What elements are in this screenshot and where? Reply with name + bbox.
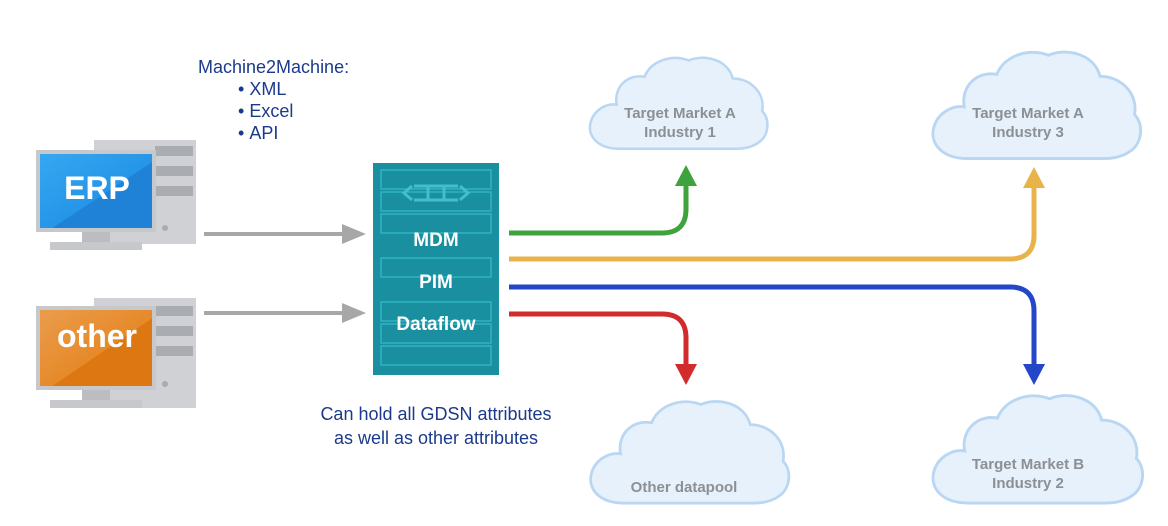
- machine2machine-note: Machine2Machine: XML Excel API: [198, 56, 398, 144]
- cloud-label-target-b-industry-2: Target Market B Industry 2: [942, 455, 1114, 493]
- erp-label: ERP: [64, 170, 130, 206]
- erp-input-arrow: [204, 224, 366, 244]
- protocol-item-xml: XML: [238, 78, 398, 100]
- gdsn-caption: Can hold all GDSN attributes as well as …: [286, 402, 586, 450]
- arrow-to-target-b-industry-2: [509, 284, 1045, 385]
- cloud-label-line-1: Target Market A: [624, 105, 736, 122]
- hub-logo-icon: [401, 184, 471, 202]
- hub-server: [373, 163, 499, 375]
- hub-label-pim: PIM: [419, 272, 453, 293]
- other-input-arrow: [204, 303, 366, 323]
- erp-monitor: [36, 150, 156, 250]
- cloud-label-other-datapool: Other datapool: [598, 478, 770, 497]
- other-label: other: [57, 318, 137, 354]
- other-computer: [36, 298, 196, 408]
- protocol-item-api: API: [238, 122, 398, 144]
- cloud-label-line-2: Industry 3: [992, 124, 1064, 141]
- cloud-label-target-a-industry-3: Target Market A Industry 3: [942, 104, 1114, 142]
- cloud-label-line-1: Target Market B: [971, 456, 1085, 473]
- cloud-label-line-1: Target Market A: [972, 105, 1084, 122]
- protocol-title: Machine2Machine:: [198, 57, 350, 77]
- arrow-to-target-a-industry-3: [509, 167, 1045, 262]
- cloud-label-target-a-industry-1: Target Market A Industry 1: [594, 104, 766, 142]
- caption-line-1: Can hold all GDSN attributes: [320, 404, 552, 424]
- arrow-to-target-a-industry-1: [509, 165, 697, 236]
- hub-label-mdm: MDM: [413, 230, 459, 251]
- cloud-label-line-1: Other datapool: [630, 479, 738, 496]
- erp-computer: [36, 140, 196, 250]
- other-monitor: [36, 306, 156, 408]
- hub-label-dataflow: Dataflow: [396, 314, 476, 335]
- protocol-list: XML Excel API: [198, 78, 398, 144]
- protocol-item-excel: Excel: [238, 100, 398, 122]
- caption-line-2: as well as other attributes: [333, 428, 539, 448]
- arrow-to-other-datapool: [509, 311, 697, 385]
- cloud-label-line-2: Industry 2: [992, 475, 1064, 492]
- cloud-label-line-2: Industry 1: [644, 124, 716, 141]
